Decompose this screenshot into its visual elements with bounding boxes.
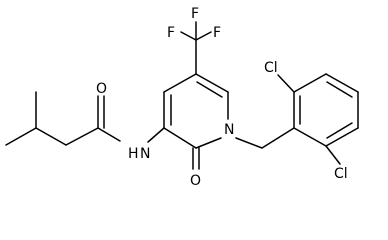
bond-ch2-carbonyl bbox=[65, 127, 99, 146]
bond-n-ring bbox=[147, 127, 165, 143]
bond-c-f-right bbox=[195, 31, 212, 41]
atom-o-amide: O bbox=[96, 81, 107, 97]
atom-o-ring: O bbox=[190, 173, 201, 189]
bond-ch2-aryl bbox=[261, 127, 295, 149]
bond-c-f-left bbox=[180, 31, 197, 41]
atom-labels: F F F O N H N O Cl Cl bbox=[96, 6, 348, 189]
ring-c5-c6-inner bbox=[196, 81, 223, 98]
bond-ch-ch2 bbox=[35, 127, 67, 146]
benz-c5-c6-inner bbox=[326, 122, 353, 139]
benz-c3-c4-inner bbox=[326, 81, 353, 98]
atom-f-top: F bbox=[191, 6, 199, 22]
bond-carbonyl-n bbox=[97, 127, 121, 142]
bond-lines bbox=[5, 21, 359, 170]
benz-c6-c1 bbox=[293, 127, 327, 147]
benz-c5-c6 bbox=[325, 127, 359, 147]
ring-n1-c2 bbox=[195, 137, 222, 149]
benz-c2-c3 bbox=[293, 73, 327, 93]
molecule-canvas: F F F O N H N O Cl Cl bbox=[5, 6, 359, 189]
bond-cl-bottom bbox=[325, 145, 341, 165]
atom-f-left: F bbox=[167, 25, 175, 41]
atom-n-amide: N bbox=[140, 146, 150, 162]
structure-drawing: F F F O N H N O Cl Cl bbox=[5, 6, 359, 189]
ring-c2-c3 bbox=[163, 127, 197, 149]
ring-c4-c5 bbox=[163, 73, 197, 93]
atom-cl-top: Cl bbox=[264, 60, 278, 76]
atom-cl-bottom: Cl bbox=[334, 166, 348, 182]
atom-n-ring: N bbox=[224, 122, 234, 138]
bond-cl-top bbox=[277, 74, 295, 93]
benz-c3-c4 bbox=[325, 73, 359, 93]
atom-h-amide: H bbox=[128, 146, 139, 162]
atom-f-right: F bbox=[213, 25, 221, 41]
bond-methyl-left bbox=[5, 127, 37, 146]
ring-c5-c6 bbox=[195, 73, 229, 93]
bond-n-ch2 bbox=[235, 137, 263, 149]
